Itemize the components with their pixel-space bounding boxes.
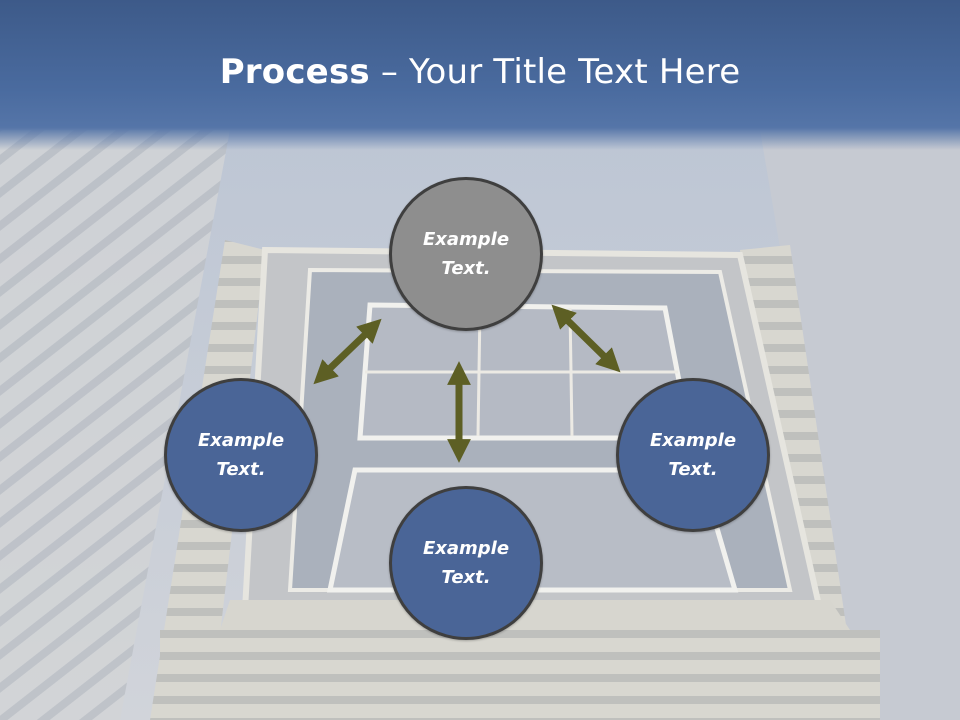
process-node-left[interactable]: Example Text. [164,378,318,532]
node-top-label: Example Text. [422,229,510,279]
slide-title[interactable]: Process – Your Title Text Here [0,52,960,92]
process-node-right[interactable]: Example Text. [616,378,770,532]
node-left-label: Example Text. [197,430,285,480]
title-rest-text: – Your Title Text Here [369,52,741,92]
title-bold-text: Process [219,52,370,92]
process-node-top[interactable]: Example Text. [389,177,543,331]
process-node-bottom[interactable]: Example Text. [389,486,543,640]
node-right-label: Example Text. [649,430,737,480]
node-bottom-label: Example Text. [422,538,510,588]
title-bar [0,0,960,150]
